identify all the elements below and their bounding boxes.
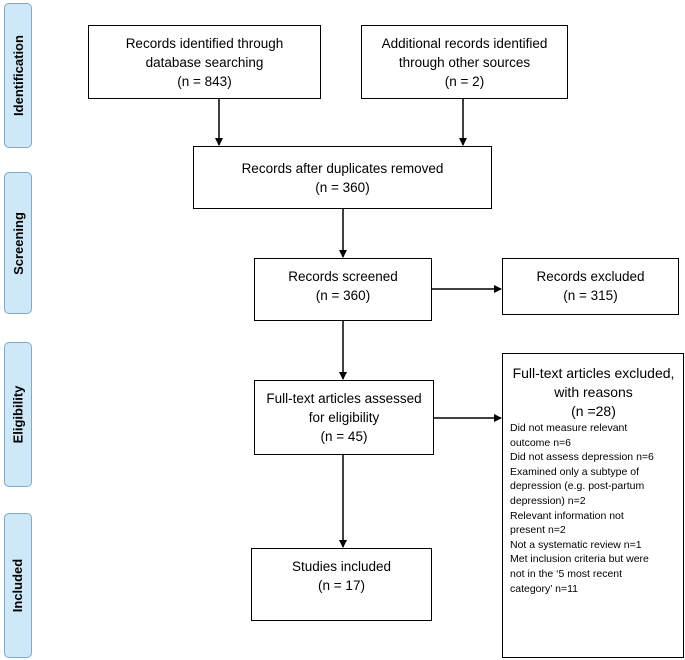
reason-line: category’ n=11 — [510, 582, 579, 595]
reason-line: outcome n=6 — [510, 436, 572, 449]
reason-line: depression) n=2 — [510, 494, 586, 507]
heading-line: (n =28) — [571, 403, 616, 419]
fulltext-excluded-box: Full-text articles excluded, with reason… — [502, 353, 684, 658]
records-excluded-box: Records excluded (n = 315) — [502, 258, 679, 315]
box-line: Records after duplicates removed — [241, 160, 444, 176]
reason-line: Did not measure relevant — [510, 422, 628, 434]
other-sources-box: Additional records identified through ot… — [361, 25, 568, 99]
phase-screening: Screening — [4, 172, 32, 314]
heading-line: Full-text articles excluded, — [512, 365, 675, 381]
box-line: Studies included — [291, 559, 392, 574]
box-line: through other sources — [398, 54, 531, 70]
box-line: Records screened — [288, 269, 398, 284]
box-line: Additional records identified — [381, 35, 548, 51]
reason-line: present n=2 — [510, 524, 566, 537]
box-line: (n = 17) — [318, 578, 365, 593]
box-line: (n = 843) — [177, 73, 232, 89]
reason-line: Relevant information not — [510, 509, 624, 522]
records-screened-box: Records screened (n = 360) — [254, 258, 432, 321]
studies-included-box: Studies included (n = 17) — [251, 548, 432, 621]
phase-included: Included — [4, 513, 32, 658]
reason-line: Not a systematic review n=1 — [510, 538, 642, 551]
box-line: (n = 360) — [315, 179, 370, 195]
heading-line: with reasons — [554, 384, 633, 400]
box-line: database searching — [145, 54, 264, 70]
phase-screening-label: Screening — [10, 211, 26, 275]
reason-line: Met inclusion criteria but were — [510, 553, 649, 566]
reason-line: not in the ‘5 most recent — [510, 567, 623, 580]
box-line: Records identified through — [125, 35, 284, 51]
box-line: (n = 2) — [444, 73, 485, 89]
reason-line: Examined only a subtype of — [510, 465, 639, 478]
phase-included-label: Included — [10, 558, 26, 613]
duplicates-removed-box: Records after duplicates removed (n = 36… — [193, 146, 492, 209]
exclusion-reasons-list: Did not measure relevant outcome n=6 Did… — [510, 421, 677, 596]
phase-eligibility: Eligibility — [4, 342, 32, 487]
phase-identification: Identification — [4, 3, 32, 148]
box-line: Full-text articles assessed — [266, 391, 422, 406]
database-records-box: Records identified through database sear… — [88, 25, 321, 99]
fulltext-assessed-box: Full-text articles assessed for eligibil… — [254, 380, 434, 455]
box-line: Records excluded — [536, 269, 645, 284]
fulltext-excluded-heading: Full-text articles excluded, with reason… — [510, 364, 677, 421]
reason-line: Did not assess depression n=6 — [510, 451, 654, 464]
box-line: (n = 315) — [563, 288, 618, 303]
reason-line: depression (e.g. post-partum — [510, 480, 645, 493]
box-line: for eligibility — [308, 410, 380, 425]
phase-identification-label: Identification — [10, 35, 26, 116]
box-line: (n = 360) — [315, 288, 371, 303]
phase-eligibility-label: Eligibility — [10, 385, 26, 444]
box-line: (n = 45) — [320, 429, 368, 444]
